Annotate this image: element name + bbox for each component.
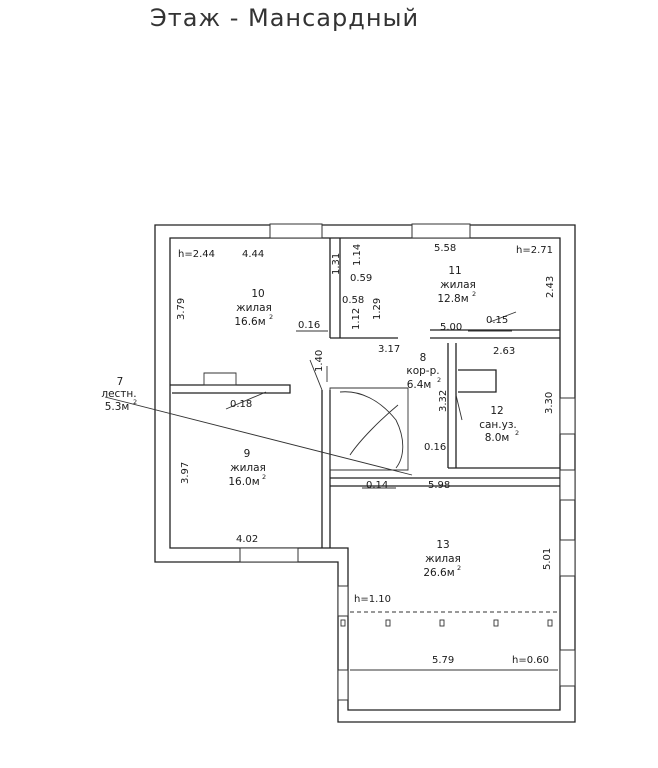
svg-text:жилая: жилая xyxy=(230,462,266,474)
svg-text:жилая: жилая xyxy=(440,279,476,291)
svg-text:0.14: 0.14 xyxy=(366,480,388,491)
svg-text:2: 2 xyxy=(262,473,266,481)
interior-walls xyxy=(170,238,560,548)
svg-text:4.44: 4.44 xyxy=(242,249,264,260)
svg-text:жилая: жилая xyxy=(236,302,272,314)
svg-text:2: 2 xyxy=(457,564,461,572)
svg-text:h=0.60: h=0.60 xyxy=(512,655,549,666)
svg-text:5.79: 5.79 xyxy=(432,655,454,666)
room-9-label: 9 жилая 16.0м 2 xyxy=(228,448,266,488)
svg-text:26.6м: 26.6м xyxy=(423,567,454,579)
svg-text:жилая: жилая xyxy=(425,553,461,565)
svg-text:13: 13 xyxy=(436,539,449,551)
svg-text:1.31: 1.31 xyxy=(331,253,342,275)
svg-text:2.63: 2.63 xyxy=(493,346,515,357)
svg-text:h=1.10: h=1.10 xyxy=(354,594,391,605)
svg-text:3.17: 3.17 xyxy=(378,344,400,355)
svg-text:2: 2 xyxy=(437,376,441,384)
room-12-label: 12 сан.уз. 8.0м 2 xyxy=(479,405,519,444)
svg-text:3.30: 3.30 xyxy=(544,392,555,414)
dimension-values: 4.44 5.58 3.79 2.43 1.31 1.14 0.59 0.58 … xyxy=(176,243,556,666)
svg-text:0.16: 0.16 xyxy=(298,320,320,331)
svg-text:5.01: 5.01 xyxy=(542,548,553,570)
svg-text:0.59: 0.59 xyxy=(350,273,372,284)
svg-text:2: 2 xyxy=(515,429,519,437)
svg-text:8: 8 xyxy=(420,352,427,364)
svg-text:0.15: 0.15 xyxy=(486,315,508,326)
svg-text:16.0м: 16.0м xyxy=(228,476,259,488)
svg-text:5.00: 5.00 xyxy=(440,322,462,333)
svg-text:2.43: 2.43 xyxy=(545,276,556,298)
svg-text:11: 11 xyxy=(448,265,461,277)
svg-text:сан.уз.: сан.уз. xyxy=(479,419,517,431)
svg-text:5.58: 5.58 xyxy=(434,243,456,254)
svg-text:h=2.71: h=2.71 xyxy=(516,245,553,256)
svg-text:10: 10 xyxy=(251,288,264,300)
room-8-label: 8 кор-р. 6.4м 2 xyxy=(406,352,441,391)
svg-text:6.4м: 6.4м xyxy=(407,379,432,391)
svg-text:0.18: 0.18 xyxy=(230,399,252,410)
svg-text:0.16: 0.16 xyxy=(424,442,446,453)
windows xyxy=(239,223,576,701)
svg-text:1.14: 1.14 xyxy=(352,244,363,266)
svg-text:7: 7 xyxy=(117,376,124,388)
room-11-label: 11 жилая 12.8м 2 xyxy=(437,265,476,305)
svg-text:0.58: 0.58 xyxy=(342,295,364,306)
svg-text:4.02: 4.02 xyxy=(236,534,258,545)
attic-line xyxy=(340,611,558,671)
svg-text:2: 2 xyxy=(472,290,476,298)
room-10-label: 10 жилая 16.6м 2 xyxy=(234,288,273,328)
svg-text:5.3м: 5.3м xyxy=(105,401,130,413)
svg-text:3.79: 3.79 xyxy=(176,298,187,320)
svg-text:16.6м: 16.6м xyxy=(234,316,265,328)
svg-text:1.40: 1.40 xyxy=(314,350,325,372)
stair-callout: 7 лестн. 5.3м 2 xyxy=(101,376,137,413)
svg-text:1.12: 1.12 xyxy=(351,308,362,330)
room-13-label: 13 жилая 26.6м 2 xyxy=(423,539,461,579)
plan-title: Этаж - Мансардный xyxy=(150,4,419,32)
outer-walls xyxy=(154,224,576,723)
svg-text:2: 2 xyxy=(269,313,273,321)
dimension-lines xyxy=(104,311,517,489)
svg-text:1.29: 1.29 xyxy=(372,298,383,320)
svg-text:кор-р.: кор-р. xyxy=(406,365,439,377)
height-marks: h=2.44 h=2.71 h=1.10 h=0.60 xyxy=(178,245,553,666)
svg-text:9: 9 xyxy=(244,448,251,460)
svg-text:h=2.44: h=2.44 xyxy=(178,249,215,260)
svg-text:12.8м: 12.8м xyxy=(437,293,468,305)
svg-text:12: 12 xyxy=(490,405,503,417)
svg-text:лестн.: лестн. xyxy=(101,388,136,400)
svg-text:8.0м: 8.0м xyxy=(485,432,510,444)
svg-text:5.98: 5.98 xyxy=(428,480,450,491)
svg-text:2: 2 xyxy=(133,398,137,406)
svg-text:3.32: 3.32 xyxy=(438,390,449,412)
svg-text:3.97: 3.97 xyxy=(180,462,191,484)
